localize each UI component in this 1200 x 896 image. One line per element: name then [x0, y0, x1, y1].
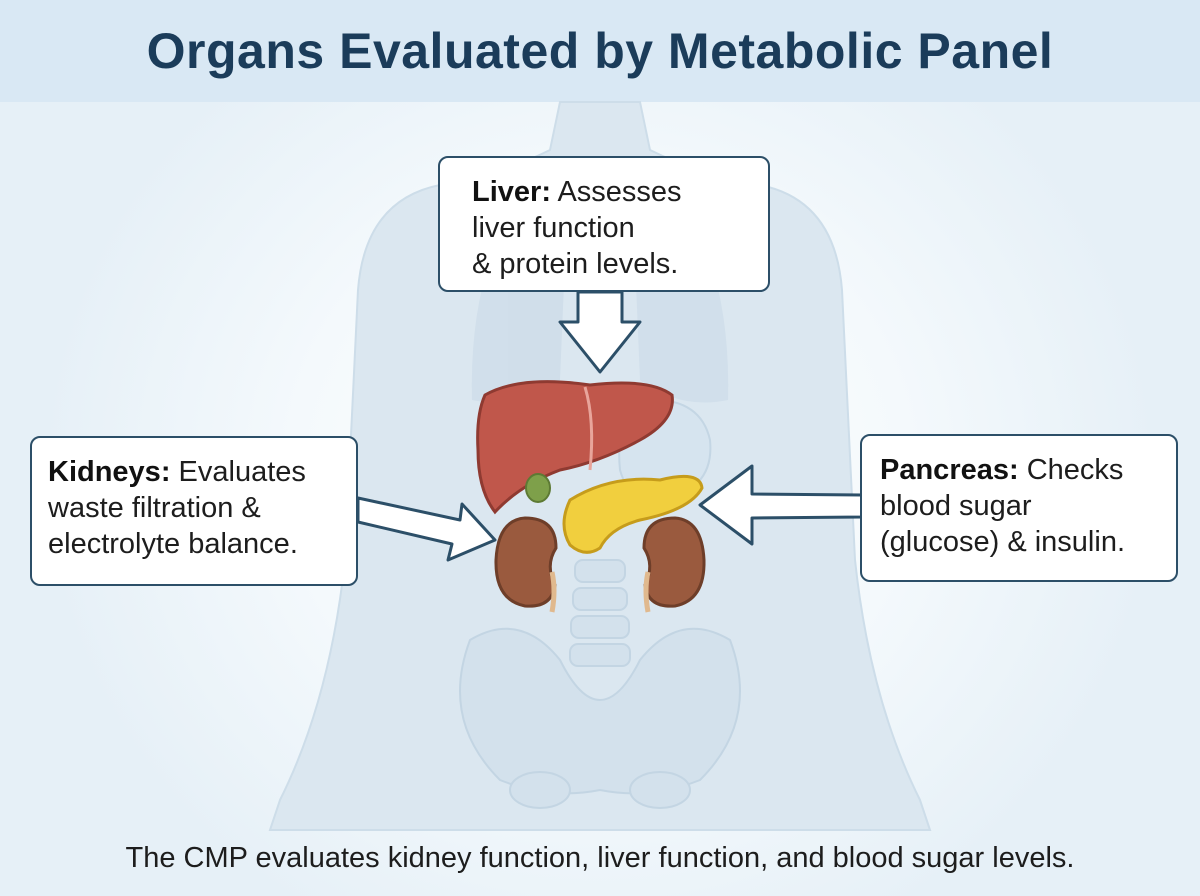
kidneys-callout-line-1: Kidneys: Evaluates [48, 454, 346, 490]
liver-text-1: Assesses [557, 176, 682, 208]
kidneys-text-3: electrolyte balance. [48, 528, 298, 560]
kidney-arrow [356, 496, 497, 562]
pancreas-label: Pancreas: [880, 454, 1019, 486]
liver-callout: Liver: Assesses liver function & protein… [438, 156, 770, 292]
pancreas-text-1: Checks [1026, 454, 1124, 486]
pancreas-callout-line-1: Pancreas: Checks [880, 452, 1166, 488]
header-band [0, 0, 1200, 102]
liver-arrow [558, 290, 642, 374]
kidneys-text-1: Evaluates [178, 456, 306, 488]
spine [569, 559, 631, 667]
liver [476, 380, 674, 515]
right-kidney [494, 516, 558, 608]
pancreas-callout: Pancreas: Checks blood sugar (glucose) &… [860, 434, 1178, 582]
pelvis [459, 627, 741, 809]
pancreas [562, 474, 704, 554]
liver-text-2: liver function [472, 212, 635, 244]
kidneys-text-2: waste filtration & [48, 492, 261, 524]
liver-text-3: & protein levels. [472, 248, 679, 280]
gallbladder [525, 473, 551, 503]
pancreas-text-3: (glucose) & insulin. [880, 526, 1125, 558]
liver-label: Liver: [472, 176, 551, 208]
page-title: Organs Evaluated by Metabolic Panel [146, 23, 1054, 79]
right-ureter [549, 571, 557, 613]
pancreas-arrow [698, 464, 864, 546]
liver-callout-line-1: Liver: Assesses [472, 174, 746, 210]
liver-ligament-line [583, 386, 594, 471]
footer-caption: The CMP evaluates kidney function, liver… [125, 842, 1075, 874]
kidneys-label: Kidneys: [48, 456, 171, 488]
pancreas-text-2: blood sugar [880, 490, 1032, 522]
arrows [356, 290, 864, 562]
kidneys-callout: Kidneys: Evaluates waste filtration & el… [30, 436, 358, 586]
left-ureter [643, 571, 651, 613]
left-kidney [642, 516, 706, 608]
